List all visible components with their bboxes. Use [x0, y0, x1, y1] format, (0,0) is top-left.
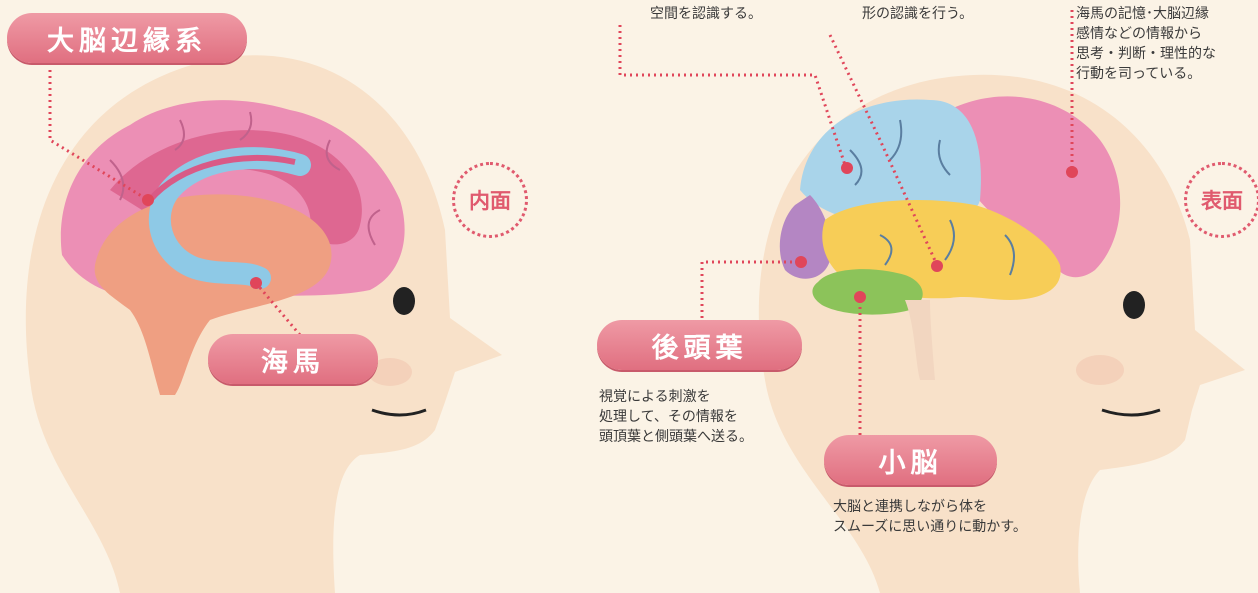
hippocampus-label: 海馬 — [208, 334, 378, 384]
right-cheek — [1076, 355, 1124, 385]
brainstem-area — [94, 194, 332, 395]
outer-brain — [779, 96, 1121, 380]
dot-occipital — [795, 256, 807, 268]
dot-cerebellum — [854, 291, 866, 303]
frontal-lobe — [940, 96, 1121, 278]
note-frontal: 海馬の記憶･大脳辺縁 感情などの情報から 思考・判断・理性的な 行動を司っている… — [1076, 6, 1216, 82]
outer-folds — [849, 119, 1015, 276]
occipital-lobe-label: 後頭葉 — [597, 320, 802, 370]
dot-parietal — [841, 162, 853, 174]
left-eye — [393, 287, 415, 315]
note-spatial: 空間を認識する。 — [650, 6, 762, 22]
cerebellum-label: 小脳 — [824, 435, 997, 485]
left-mouth — [371, 408, 427, 417]
dot-hippocampus — [250, 277, 262, 289]
corpus-callosum — [147, 154, 296, 202]
inner-view-circle: 内面 — [452, 162, 528, 238]
note-occipital: 視覚による刺激を 処理して、その情報を 頭頂葉と側頭葉へ送る。 — [599, 389, 753, 445]
inner-fold-1 — [109, 111, 381, 246]
right-mouth — [1101, 408, 1161, 417]
parietal-lobe — [800, 99, 981, 225]
dot-temporal — [931, 260, 943, 272]
inner-brain — [60, 100, 405, 395]
right-eye — [1123, 291, 1145, 319]
limbic-system-label: 大脳辺縁系 — [7, 13, 247, 63]
dot-limbic — [142, 194, 154, 206]
occipital-lobe — [779, 195, 832, 279]
left-cheek — [368, 358, 412, 386]
connector-occipital — [700, 260, 800, 318]
brainstem — [905, 300, 935, 380]
connector-top-left — [618, 25, 847, 166]
dot-frontal — [1066, 166, 1078, 178]
outer-view-circle: 表面 — [1184, 162, 1258, 238]
connector-dots — [142, 162, 1078, 303]
cerebellum — [812, 269, 923, 315]
note-cerebellum: 大脳と連携しながら体を スムーズに思い通りに動かす。 — [833, 499, 1027, 535]
note-shape: 形の認識を行う。 — [862, 6, 974, 22]
connectors — [48, 10, 1074, 438]
